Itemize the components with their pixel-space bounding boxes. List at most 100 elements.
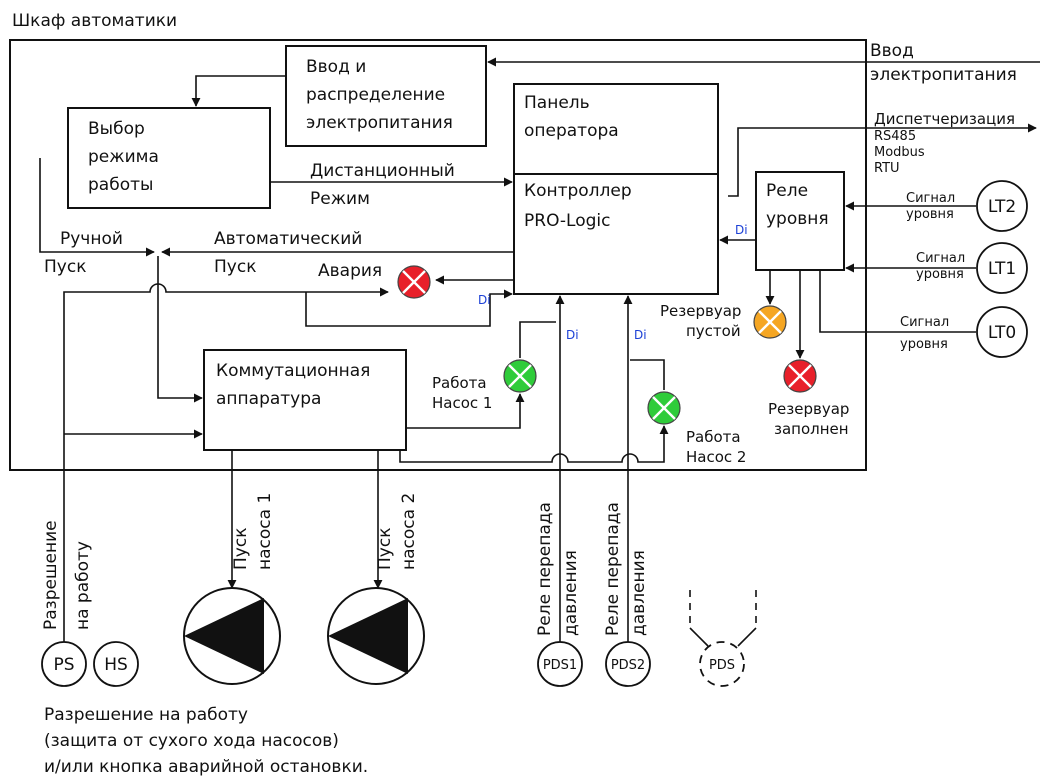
pressure-relay-1-line1: Реле перепада <box>535 502 555 636</box>
di-label-relay: Di <box>735 223 748 237</box>
operator-panel-block <box>513 83 719 175</box>
switchgear-line2: аппаратура <box>216 389 321 409</box>
lt0-signal-line <box>819 270 976 333</box>
power-distribution-line2: распределение <box>306 85 445 105</box>
dispatch-line <box>728 123 1037 197</box>
di-label-pump2: Di <box>634 328 647 342</box>
pds2-label: PDS2 <box>611 658 645 673</box>
switchgear-to-pump2-lamp-line <box>399 425 669 463</box>
power-distribution-line3: электропитания <box>306 113 453 133</box>
lt1-signal-line2: уровня <box>916 267 964 282</box>
pump2-start-label-line1: Пуск <box>375 528 395 570</box>
pump2-running-lamp-icon <box>646 390 682 426</box>
dispatch-line4: RTU <box>874 161 900 176</box>
hs-button-icon <box>93 641 139 687</box>
pump2-running-line2: Насос 2 <box>686 448 746 466</box>
pump2-start-label-line2: насоса 2 <box>399 493 419 570</box>
footnote-line3: и/или кнопка аварийной остановки. <box>44 757 368 777</box>
pump1-running-line1: Работа <box>432 374 487 392</box>
level-relay-line2: уровня <box>766 209 829 229</box>
switchgear-block <box>203 349 407 451</box>
mode-select-line1: Выбор <box>88 119 145 139</box>
lt2-signal-line1: Сигнал <box>906 191 955 206</box>
controller-block <box>513 173 719 295</box>
di-label-pump1: Di <box>566 328 579 342</box>
auto-start-line1: Автоматический <box>214 229 362 249</box>
tank-empty-line2: пустой <box>686 322 741 340</box>
pds1-sensor-icon <box>537 641 583 687</box>
manual-start-line1: Ручной <box>60 229 123 249</box>
manual-start-line <box>39 158 155 257</box>
ps-sensor-icon <box>41 641 87 687</box>
controller-line2: PRO-Logic <box>524 211 611 231</box>
lt1-signal-line1: Сигнал <box>916 251 965 266</box>
tank-empty-lamp-icon <box>752 304 788 340</box>
alarm-lamp-icon <box>396 264 432 300</box>
pump1-running-lamp-icon <box>502 358 538 394</box>
pump2-lamp-to-controller-line <box>630 359 665 390</box>
pressure-relay-1-line2: давления <box>561 550 581 636</box>
pump2-running-line1: Работа <box>686 428 741 446</box>
level-relay-block <box>755 171 845 271</box>
lt1-label: LT1 <box>988 259 1016 279</box>
pds-label: PDS <box>709 658 735 673</box>
dispatch-line3: Modbus <box>874 145 925 160</box>
pump2-icon <box>327 587 425 685</box>
pump1-running-line2: Насос 1 <box>432 394 492 412</box>
permission-line <box>63 283 389 642</box>
start-to-switchgear-line <box>157 256 203 403</box>
mode-select-line2: режима <box>88 147 159 167</box>
pds-optional-icon <box>689 590 757 687</box>
switchgear-line1: Коммутационная <box>216 361 370 381</box>
pressure-relay-2-line1: Реле перепада <box>603 502 623 636</box>
lt0-signal-line1: Сигнал <box>900 315 949 330</box>
hs-label: HS <box>104 655 128 675</box>
controller-line1: Контроллер <box>524 181 632 201</box>
lt0-sensor-icon <box>976 306 1028 358</box>
alarm-label: Авария <box>318 261 382 281</box>
tank-full-line2: заполнен <box>774 420 849 438</box>
lt2-label: LT2 <box>988 197 1016 217</box>
lt2-signal-line2: уровня <box>906 207 954 222</box>
power-input-line2: электропитания <box>870 65 1017 85</box>
level-relay-line1: Реле <box>766 181 808 201</box>
operator-panel-line1: Панель <box>524 93 590 113</box>
power-input-line1: Ввод <box>870 41 914 61</box>
pds1-label: PDS1 <box>543 658 577 673</box>
lt0-label: LT0 <box>988 323 1016 343</box>
di-label-permission: Di <box>478 293 491 307</box>
power-to-mode-line <box>191 75 286 107</box>
power-distribution-block <box>285 45 487 147</box>
cabinet-title: Шкаф автоматики <box>12 11 177 31</box>
permission-label-line1: Разрешение <box>41 520 61 630</box>
dispatch-line2: RS485 <box>874 129 916 144</box>
operator-panel-line2: оператора <box>524 121 619 141</box>
tank-full-line1: Резервуар <box>768 400 849 418</box>
mode-select-line3: работы <box>88 175 153 195</box>
footnote-line2: (защита от сухого хода насосов) <box>44 731 339 751</box>
permission-to-controller-line <box>305 289 513 327</box>
footnote-line1: Разрешение на работу <box>44 705 248 725</box>
pds2-sensor-icon <box>605 641 651 687</box>
pump1-lamp-to-controller-line <box>519 321 556 358</box>
permission-label-line2: на работу <box>73 541 93 630</box>
lt0-signal-line2: уровня <box>900 337 948 352</box>
cabinet-frame <box>9 39 867 471</box>
manual-start-line2: Пуск <box>44 257 86 277</box>
pressure-relay-2-line2: давления <box>629 550 649 636</box>
pump1-icon <box>183 587 281 685</box>
auto-start-line2: Пуск <box>214 257 256 277</box>
pump1-start-label-line2: насоса 1 <box>255 493 275 570</box>
switchgear-to-pump1-lamp-line <box>406 393 525 429</box>
dispatch-line1: Диспетчеризация <box>874 110 1015 128</box>
power-distribution-line1: Ввод и <box>306 57 366 77</box>
tank-empty-line1: Резервуар <box>660 302 741 320</box>
pump1-start-label-line1: Пуск <box>231 528 251 570</box>
remote-mode-line1: Дистанционный <box>310 161 455 181</box>
ps-label: PS <box>53 655 74 675</box>
mode-select-block <box>67 107 271 209</box>
remote-mode-line2: Режим <box>310 189 370 209</box>
lt2-sensor-icon <box>976 180 1028 232</box>
tank-full-lamp-icon <box>782 358 818 394</box>
